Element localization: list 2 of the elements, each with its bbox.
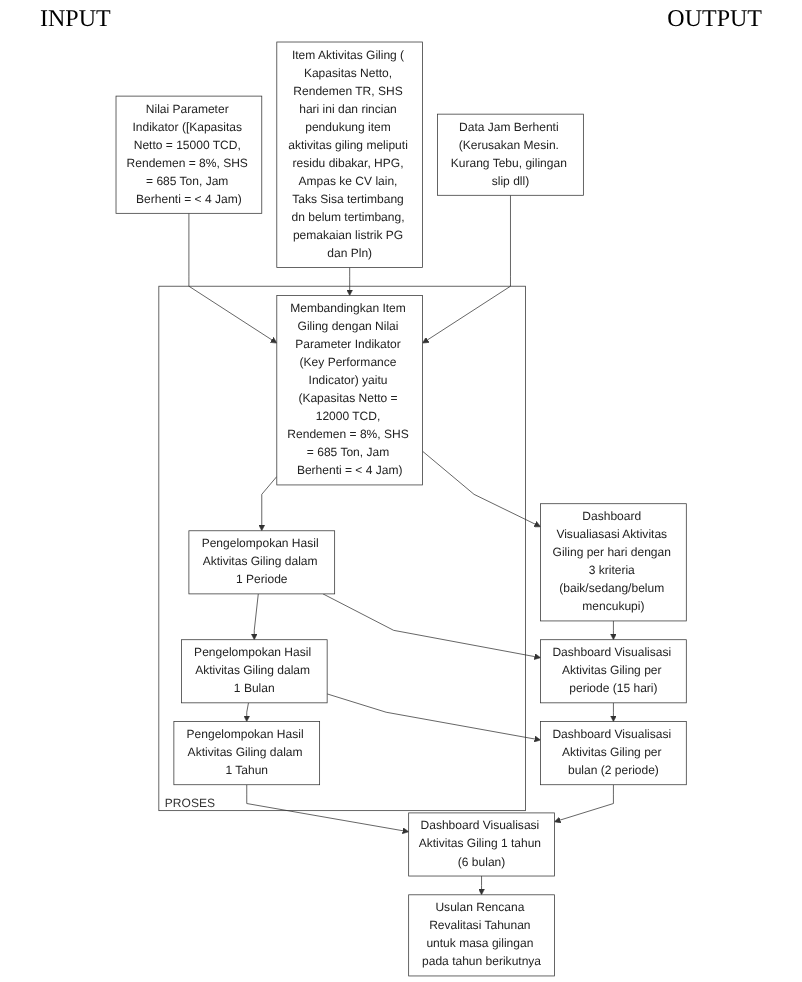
column-heading: OUTPUT [667,4,762,36]
column-heading: INPUT [40,4,111,36]
